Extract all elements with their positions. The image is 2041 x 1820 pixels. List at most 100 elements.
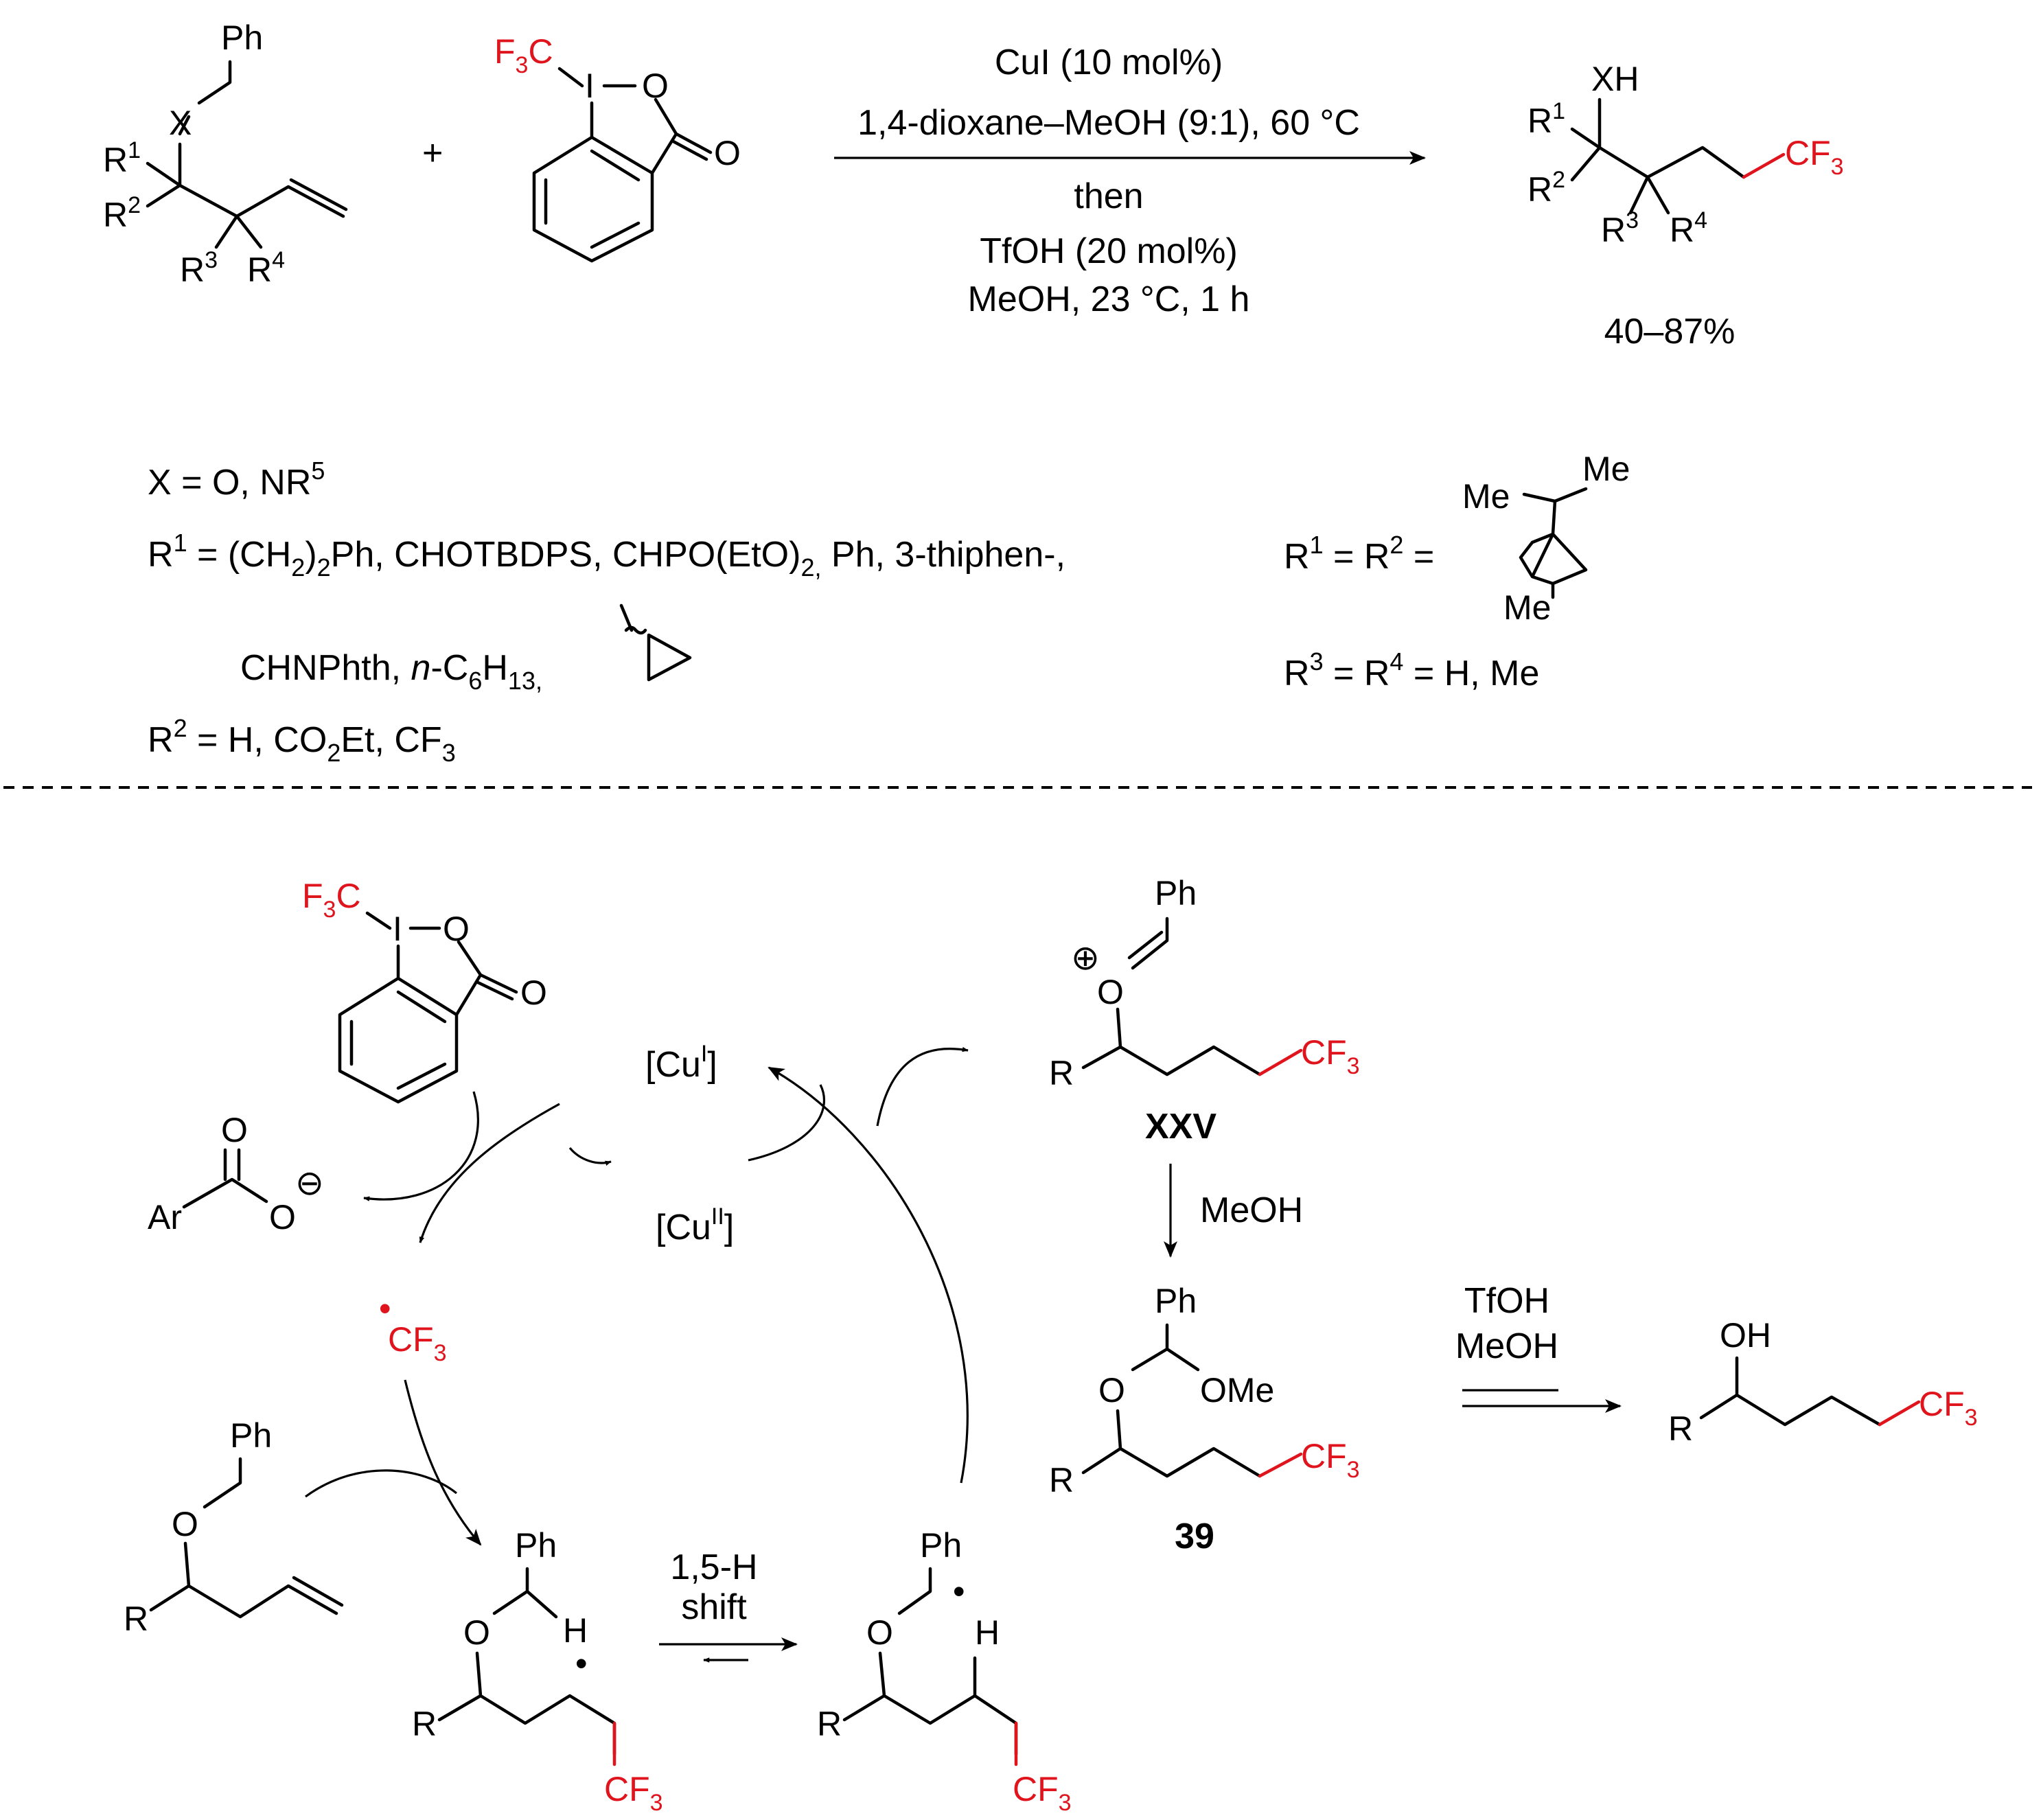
methanol-reagent-label: MeOH bbox=[1200, 1190, 1303, 1230]
scope-r1-continued: CHNPhth, n-C6H13, bbox=[240, 648, 542, 695]
secondary-radical-intermediate: Ph O H R • CF3 bbox=[412, 1526, 663, 1816]
acetal-bonds bbox=[1081, 1323, 1262, 1478]
acetal-cf3-bond bbox=[1258, 1452, 1303, 1478]
int2-h-label: H bbox=[975, 1613, 1000, 1652]
mech-carbonyl-oxygen: O bbox=[520, 974, 547, 1012]
xxv-cf3-label: CF3 bbox=[1301, 1033, 1360, 1079]
xxv-ph-label: Ph bbox=[1155, 874, 1197, 912]
acetal-ph-label: Ph bbox=[1155, 1282, 1197, 1320]
substrate-structure: Ph X R1 R2 R3 R4 bbox=[103, 19, 348, 289]
xxv-o-label: O bbox=[1097, 973, 1124, 1011]
substrate-scope: X = O, NR5 R1 = (CH2)2Ph, CHOTBDPS, CHPO… bbox=[148, 450, 1630, 767]
togni-to-radical-arrow bbox=[419, 1103, 560, 1243]
condition-acid: TfOH (20 mol%) bbox=[980, 231, 1238, 271]
cu-ii-label: [CuII] bbox=[656, 1203, 734, 1247]
condition-temperature: MeOH, 23 °C, 1 h bbox=[968, 279, 1250, 319]
togni-to-carboxylate-arrow bbox=[363, 1091, 479, 1201]
bicyclic-substituent: Me Me Me bbox=[1462, 450, 1630, 627]
acetal-ome-label: OMe bbox=[1200, 1371, 1274, 1409]
carboxylate-o-top: O bbox=[221, 1111, 248, 1149]
condition-solvent: 1,4-dioxane–MeOH (9:1), 60 °C bbox=[857, 103, 1360, 143]
r3-label: R3 bbox=[180, 247, 218, 289]
int1-h-label: H bbox=[563, 1611, 588, 1650]
scope-r3-r4-line: R3 = R4 = H, Me bbox=[1284, 647, 1539, 693]
to-oxocarbenium-arrow bbox=[876, 1046, 969, 1127]
tfoh-label: TfOH bbox=[1464, 1281, 1549, 1321]
negative-charge: ⊖ bbox=[295, 1164, 324, 1202]
product-r4-label: R4 bbox=[1670, 207, 1707, 249]
condition-then: then bbox=[1074, 176, 1143, 216]
alcohol-cf3-bond bbox=[1878, 1400, 1921, 1427]
me-label-2: Me bbox=[1582, 450, 1630, 488]
oxidation-cycle-arrow bbox=[768, 1066, 969, 1484]
int2-radical-dot: • bbox=[953, 1572, 965, 1611]
xxv-cf3-bond bbox=[1258, 1048, 1303, 1076]
benzyl-ether-alkene: Ph O R bbox=[124, 1416, 344, 1638]
benzylic-radical-intermediate: Ph O H R • CF3 bbox=[817, 1526, 1072, 1816]
carboxylate-o-minus: O bbox=[269, 1198, 296, 1236]
oxocarbenium-xxv: Ph ⊕ O R CF3 XXV bbox=[1049, 874, 1360, 1147]
alcohol-bonds bbox=[1699, 1356, 1882, 1427]
scope-r1-line: R1 = (CH2)2Ph, CHOTBDPS, CHPO(EtO)2, Ph,… bbox=[148, 529, 1065, 581]
cf3-radical-label: CF3 bbox=[388, 1320, 447, 1366]
cu-i-to-cu-ii-arrow bbox=[568, 1147, 612, 1166]
alcohol-cf3-label: CF3 bbox=[1919, 1385, 1978, 1431]
product-structure: XH R1 R2 R3 R4 CF3 40–87% bbox=[1527, 60, 1844, 352]
ph-label: Ph bbox=[221, 19, 263, 57]
alkene-approach-arc bbox=[305, 1469, 457, 1498]
tfoh-meoh-label: MeOH bbox=[1455, 1326, 1558, 1366]
product-bonds bbox=[1570, 97, 1746, 215]
cu-i-label: [CuI] bbox=[645, 1041, 717, 1085]
int2-o-label: O bbox=[866, 1613, 893, 1652]
me-label-3: Me bbox=[1503, 588, 1551, 627]
positive-charge: ⊕ bbox=[1071, 938, 1100, 977]
r2-label: R2 bbox=[103, 192, 141, 234]
alcohol-r-label: R bbox=[1668, 1409, 1693, 1448]
final-alcohol-product: OH R CF3 bbox=[1668, 1316, 1978, 1448]
ether-o-label: O bbox=[172, 1505, 198, 1543]
alcohol-oh-label: OH bbox=[1720, 1316, 1771, 1355]
cu-ii-return-arc bbox=[748, 1084, 825, 1162]
product-r2-label: R2 bbox=[1527, 167, 1565, 209]
ether-r-label: R bbox=[124, 1600, 148, 1638]
carboxylate-bonds bbox=[182, 1148, 268, 1209]
hydrogen-shift-equilibrium: 1,5-H shift bbox=[659, 1547, 798, 1663]
int2-ph-label: Ph bbox=[920, 1526, 962, 1565]
int1-bonds bbox=[437, 1567, 616, 1756]
acetal-39: Ph O OMe R CF3 39 bbox=[1049, 1282, 1360, 1556]
scope-x-line: X = O, NR5 bbox=[148, 457, 325, 503]
carbonyl-oxygen-label: O bbox=[714, 134, 741, 172]
togni-reagent-top: F3C I O O bbox=[494, 32, 741, 263]
ether-ph-label: Ph bbox=[230, 1416, 272, 1455]
bicyclic-bonds bbox=[1519, 487, 1588, 599]
xxv-bonds bbox=[1081, 917, 1262, 1076]
radical-dot: • bbox=[379, 1289, 391, 1328]
me-label-1: Me bbox=[1462, 477, 1510, 516]
acetal-o-label: O bbox=[1098, 1371, 1125, 1409]
xh-label: XH bbox=[1591, 60, 1639, 98]
iodine-label: I bbox=[585, 67, 595, 105]
togni-bonds bbox=[532, 67, 713, 263]
cf3-radical: • CF3 bbox=[379, 1289, 447, 1366]
mech-iodine-label: I bbox=[393, 910, 402, 948]
product-cf3-label: CF3 bbox=[1785, 134, 1844, 180]
r4-label: R4 bbox=[247, 247, 285, 289]
condition-catalyst: CuI (10 mol%) bbox=[995, 43, 1223, 82]
int1-radical-dot: • bbox=[575, 1644, 588, 1683]
mech-ring-oxygen: O bbox=[443, 910, 470, 948]
top-reaction-arrow-group: CuI (10 mol%) 1,4-dioxane–MeOH (9:1), 60… bbox=[834, 43, 1426, 319]
product-new-cc-bond bbox=[1742, 152, 1786, 179]
togni-reagent-mechanism: F3C I O O bbox=[302, 877, 547, 1104]
int2-bonds bbox=[842, 1567, 1018, 1756]
int2-r-label: R bbox=[817, 1705, 842, 1743]
mech-f3c-label: F3C bbox=[302, 877, 361, 923]
ether-alkene-bonds bbox=[149, 1457, 344, 1619]
acetal-compound-label: 39 bbox=[1175, 1517, 1214, 1556]
carboxylate-anion: O Ar O ⊖ bbox=[148, 1111, 324, 1236]
product-r1-label: R1 bbox=[1527, 98, 1565, 140]
mech-togni-bonds bbox=[338, 911, 518, 1104]
substrate-bonds bbox=[146, 60, 348, 249]
h-shift-label-2: shift bbox=[681, 1587, 747, 1627]
scope-r1-r2-line: R1 = R2 = bbox=[1284, 531, 1434, 577]
